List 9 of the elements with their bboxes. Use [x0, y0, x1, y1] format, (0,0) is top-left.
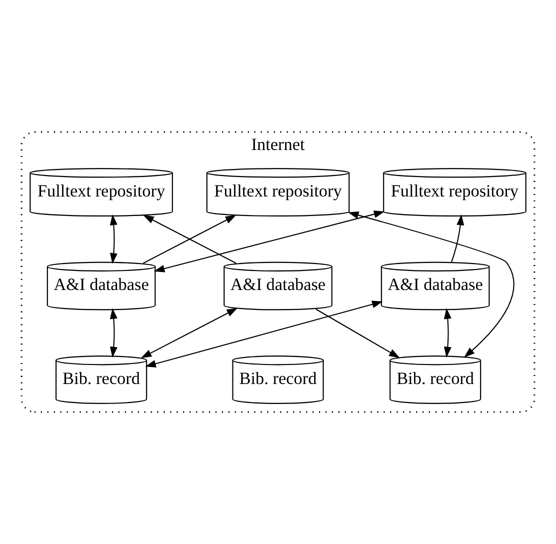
arrow: [140, 308, 238, 358]
arrow: [348, 212, 514, 358]
arrow: [145, 300, 383, 368]
arrow: [450, 214, 464, 262]
arrow: [444, 308, 452, 358]
arrow: [316, 308, 400, 358]
arrow: [154, 210, 385, 272]
arrow: [110, 308, 118, 358]
arrow: [110, 214, 118, 264]
